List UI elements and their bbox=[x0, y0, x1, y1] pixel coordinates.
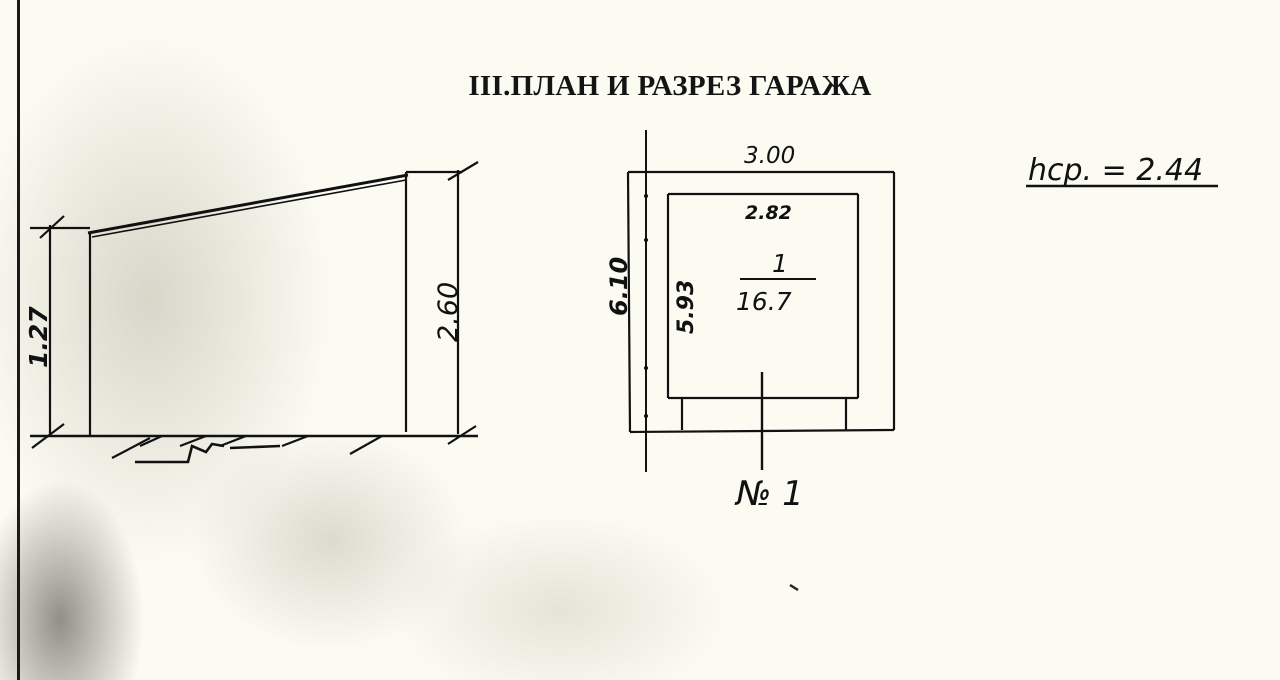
room-number-label: 1 bbox=[772, 249, 788, 278]
dimension-dots bbox=[644, 194, 648, 418]
average-height-label: hср. = 2.44 bbox=[1028, 153, 1203, 188]
garage-number-label: № 1 bbox=[734, 474, 804, 514]
stray-mark bbox=[789, 583, 799, 592]
plan-inner-length-label: 5.93 bbox=[674, 280, 699, 334]
page-margin-line bbox=[17, 0, 20, 680]
room-area-label: 16.7 bbox=[736, 287, 792, 316]
section-left-height-label: 1.27 bbox=[24, 306, 53, 368]
section-drawing bbox=[30, 161, 479, 464]
plan-outer-length-label: 6.10 bbox=[605, 257, 633, 316]
section-right-height-label: 2.60 bbox=[433, 282, 464, 342]
plan-inner-width-label: 2.82 bbox=[745, 202, 792, 224]
plan-outer-width-label: 3.00 bbox=[744, 143, 795, 169]
page-title: III.ПЛАН И РАЗРЕЗ ГАРАЖА bbox=[468, 70, 872, 102]
